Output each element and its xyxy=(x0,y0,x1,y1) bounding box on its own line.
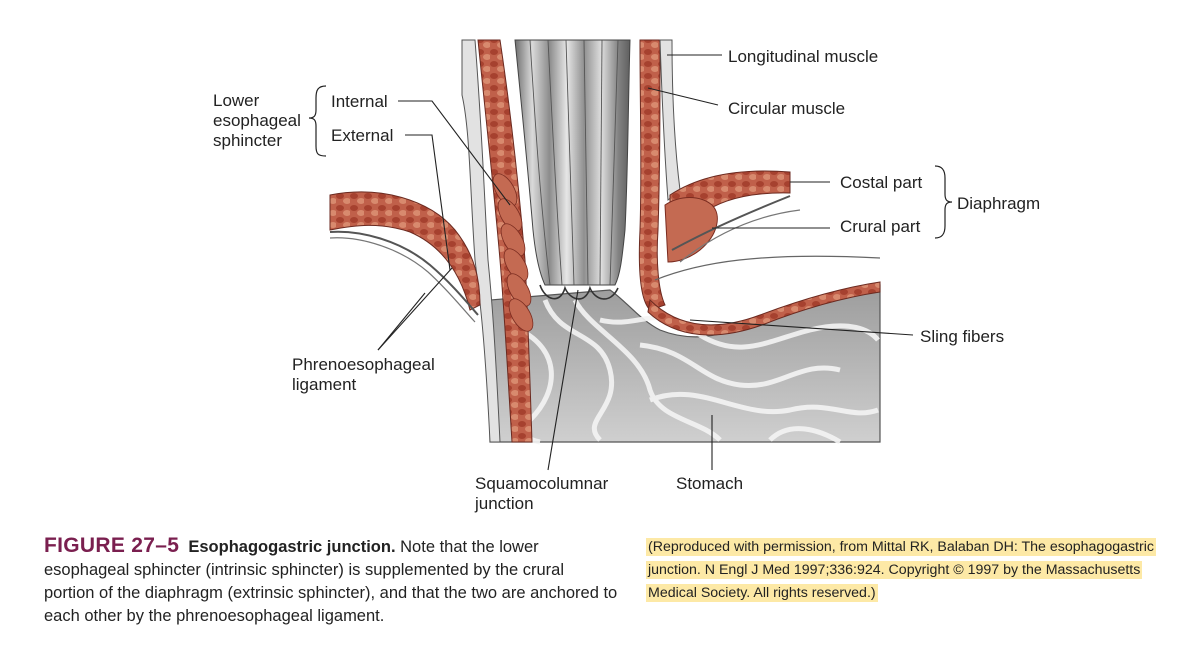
label-longitudinal-muscle: Longitudinal muscle xyxy=(728,47,878,66)
label-phrenoesophageal-ligament: Phrenoesophageal ligament xyxy=(292,355,439,394)
label-lower-esophageal-sphincter: Lower esophageal sphincter xyxy=(213,91,306,150)
label-sling-fibers: Sling fibers xyxy=(920,327,1004,346)
diaphragm-brace xyxy=(934,165,953,239)
esophageal-mucosa xyxy=(514,39,631,300)
label-circular-muscle: Circular muscle xyxy=(728,99,845,118)
permission-credit: (Reproduced with permission, from Mittal… xyxy=(646,536,1191,605)
left-crural-diaphragm xyxy=(329,191,481,323)
figure-caption-text: Note that the lower esophageal sphincter… xyxy=(44,538,618,625)
leader-lines xyxy=(377,54,914,471)
esophagogastric-junction-diagram: Lower esophageal sphincter Internal Exte… xyxy=(213,39,1040,513)
figure-number: FIGURE 27–5 xyxy=(44,534,180,557)
label-costal-part: Costal part xyxy=(840,173,922,192)
permission-credit-text: (Reproduced with permission, from Mittal… xyxy=(646,538,1156,602)
lower-esophageal-sphincter-brace xyxy=(308,85,327,157)
label-external: External xyxy=(331,126,393,145)
label-squamocolumnar-junction: Squamocolumnar junction xyxy=(474,474,613,513)
figure-title: Esophagogastric junction. xyxy=(188,538,396,556)
esophagus-left-wall xyxy=(461,39,534,443)
right-diaphragm xyxy=(664,170,801,263)
stomach-body xyxy=(489,284,881,445)
label-crural-part: Crural part xyxy=(840,217,921,236)
label-diaphragm: Diaphragm xyxy=(957,194,1040,213)
sling-fibers-band xyxy=(647,255,881,336)
esophagus-right-wall xyxy=(638,39,681,311)
label-internal: Internal xyxy=(331,92,388,111)
label-stomach: Stomach xyxy=(676,474,743,493)
figure-caption: FIGURE 27–5 Esophagogastric junction. No… xyxy=(44,534,619,628)
